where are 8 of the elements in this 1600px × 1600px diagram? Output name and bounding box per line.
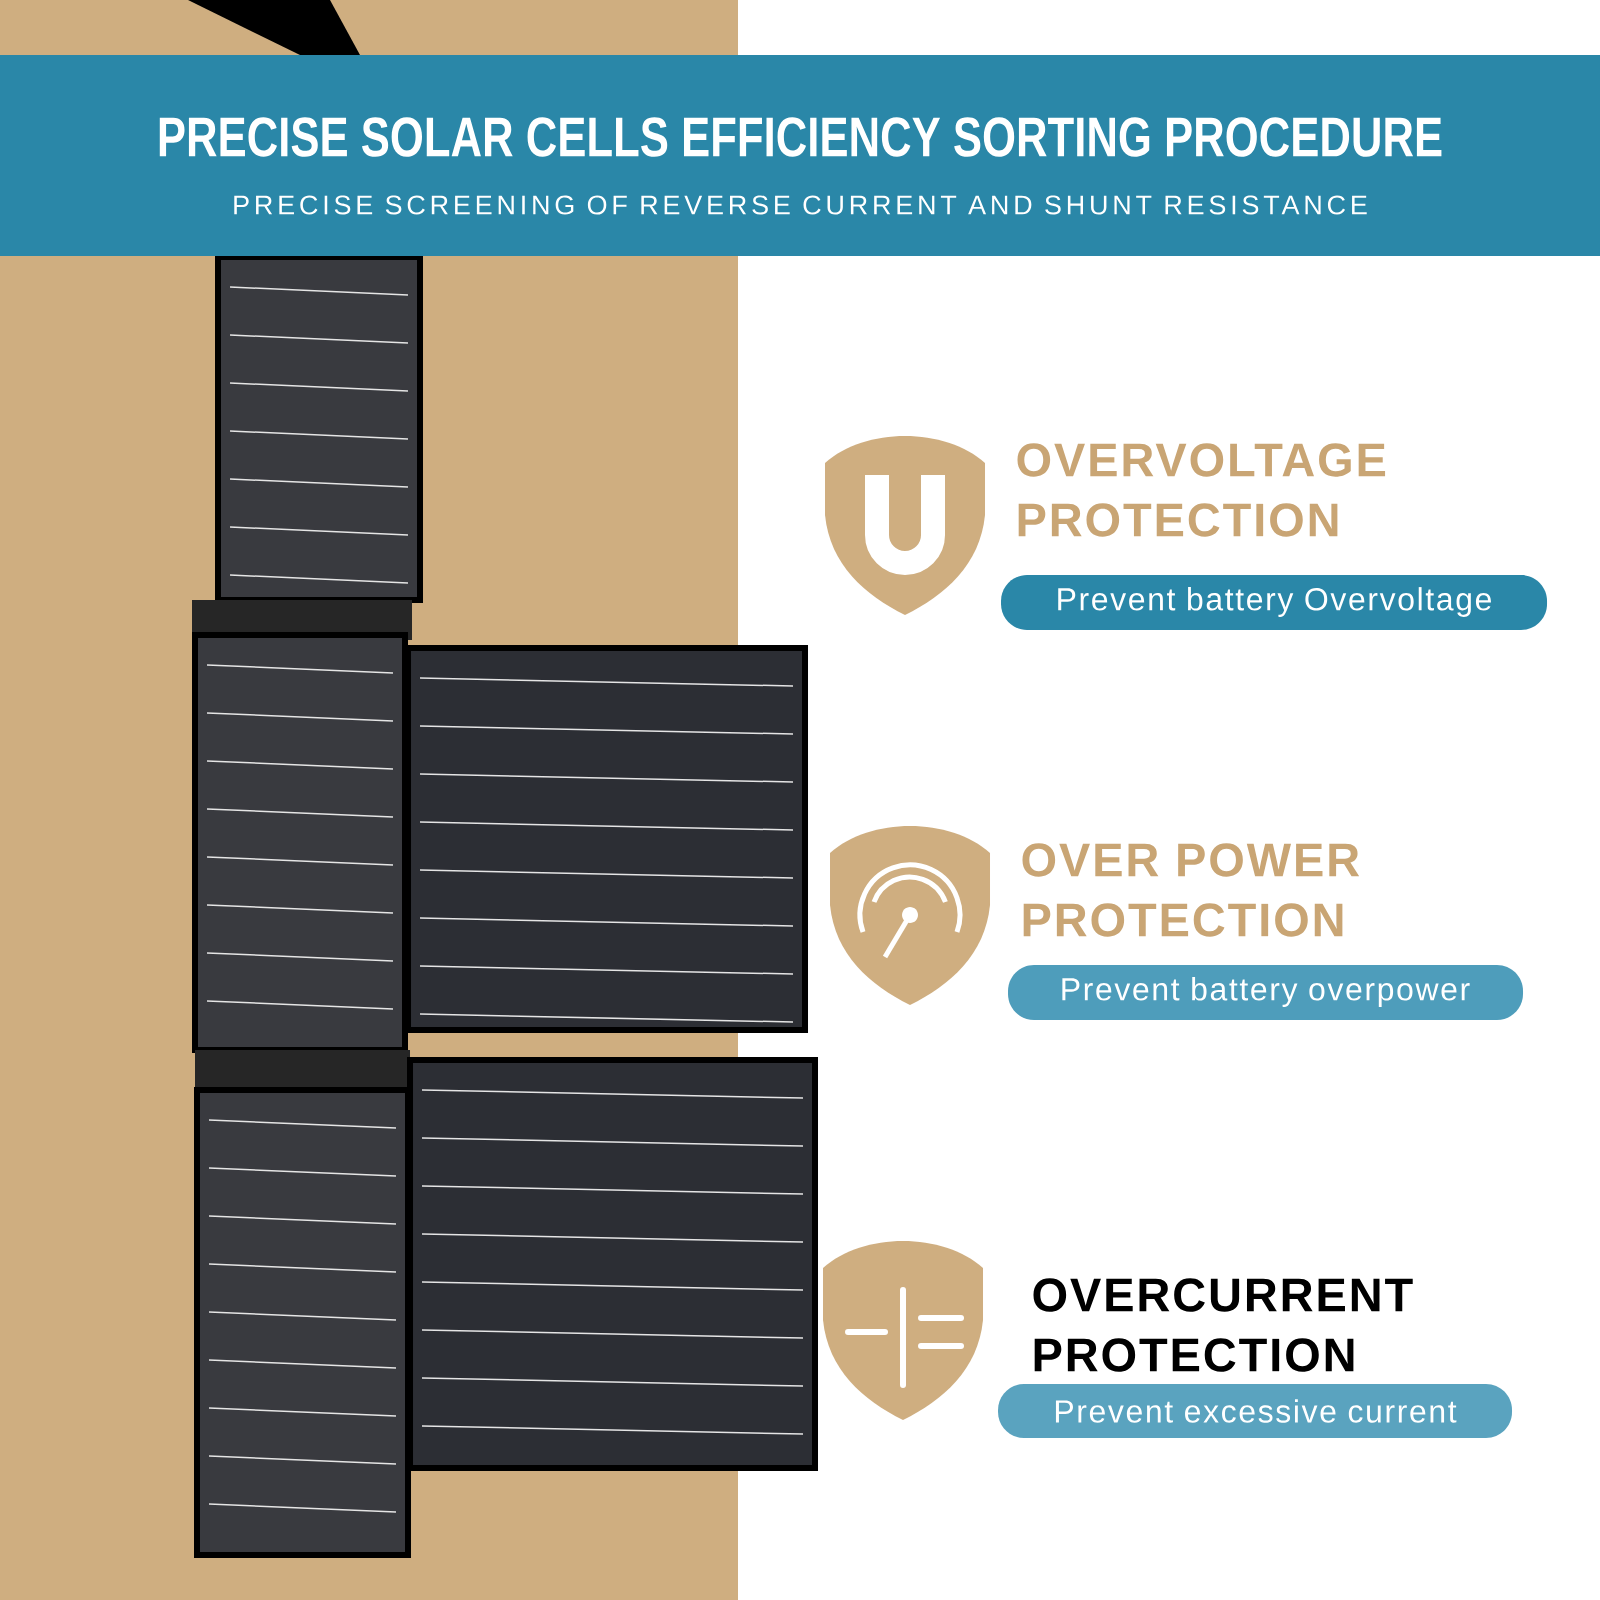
title: PRECISE SOLAR CELLS EFFICIENCY SORTING PROCEDURE [159, 117, 1442, 157]
pill-label: Prevent battery overpower [1008, 965, 1523, 1020]
heading: OVERVOLTAGE PROTECTION [1017, 443, 1386, 537]
heading: OVER POWER PROTECTION [1022, 843, 1360, 937]
subtitle: PRECISE SCREENING OF REVERSE CURRENT AND SHUNT RESISTANCE [234, 195, 1367, 215]
heading: OVERCURRENT PROTECTION [1033, 1278, 1413, 1372]
pill-label: Prevent battery Overvoltage [1001, 575, 1547, 630]
pill-label: Prevent excessive current [998, 1384, 1512, 1438]
